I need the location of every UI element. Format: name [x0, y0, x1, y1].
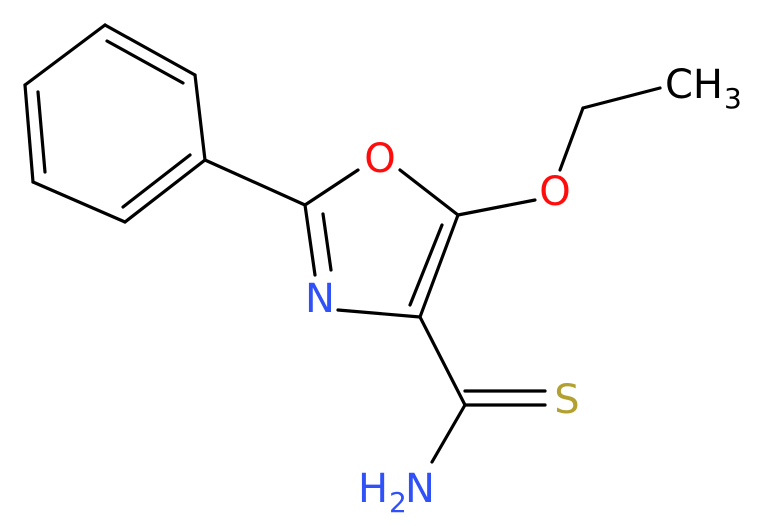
bond: [103, 23, 197, 77]
bond: [418, 315, 467, 407]
bond: [558, 106, 585, 172]
amine-subscript-label: 2: [389, 486, 407, 519]
ring-nitrogen-label: N: [305, 276, 335, 322]
amine-n-label: N: [405, 466, 435, 512]
bond: [398, 168, 460, 217]
bond: [430, 403, 467, 464]
bond: [456, 198, 537, 217]
bond: [418, 213, 460, 319]
bond: [303, 203, 317, 277]
methyl-subscript-label: 3: [724, 82, 742, 115]
bond: [123, 158, 207, 224]
ether-oxygen-label: O: [539, 169, 570, 215]
bond: [23, 83, 35, 184]
bond: [203, 158, 307, 207]
ring-oxygen-label: O: [364, 136, 395, 182]
amine-h-label: H: [358, 466, 388, 512]
bond: [23, 23, 107, 87]
bond-inner: [408, 223, 444, 307]
sulfur-label: S: [554, 377, 579, 423]
skeleton-bonds: [203, 86, 662, 464]
bond: [581, 86, 662, 110]
bond-inner: [321, 212, 333, 272]
methyl-group: CH 3: [665, 62, 742, 115]
bond: [303, 168, 360, 207]
bond-inner: [105, 39, 185, 85]
bond-inner: [36, 90, 47, 174]
phenyl-ring: [23, 23, 207, 224]
bond: [193, 73, 207, 162]
bond-inner: [121, 153, 192, 209]
bond: [31, 180, 127, 224]
methyl-ch-label: CH: [665, 62, 723, 108]
bond: [336, 308, 422, 319]
amine-group: H 2 N: [358, 466, 435, 519]
